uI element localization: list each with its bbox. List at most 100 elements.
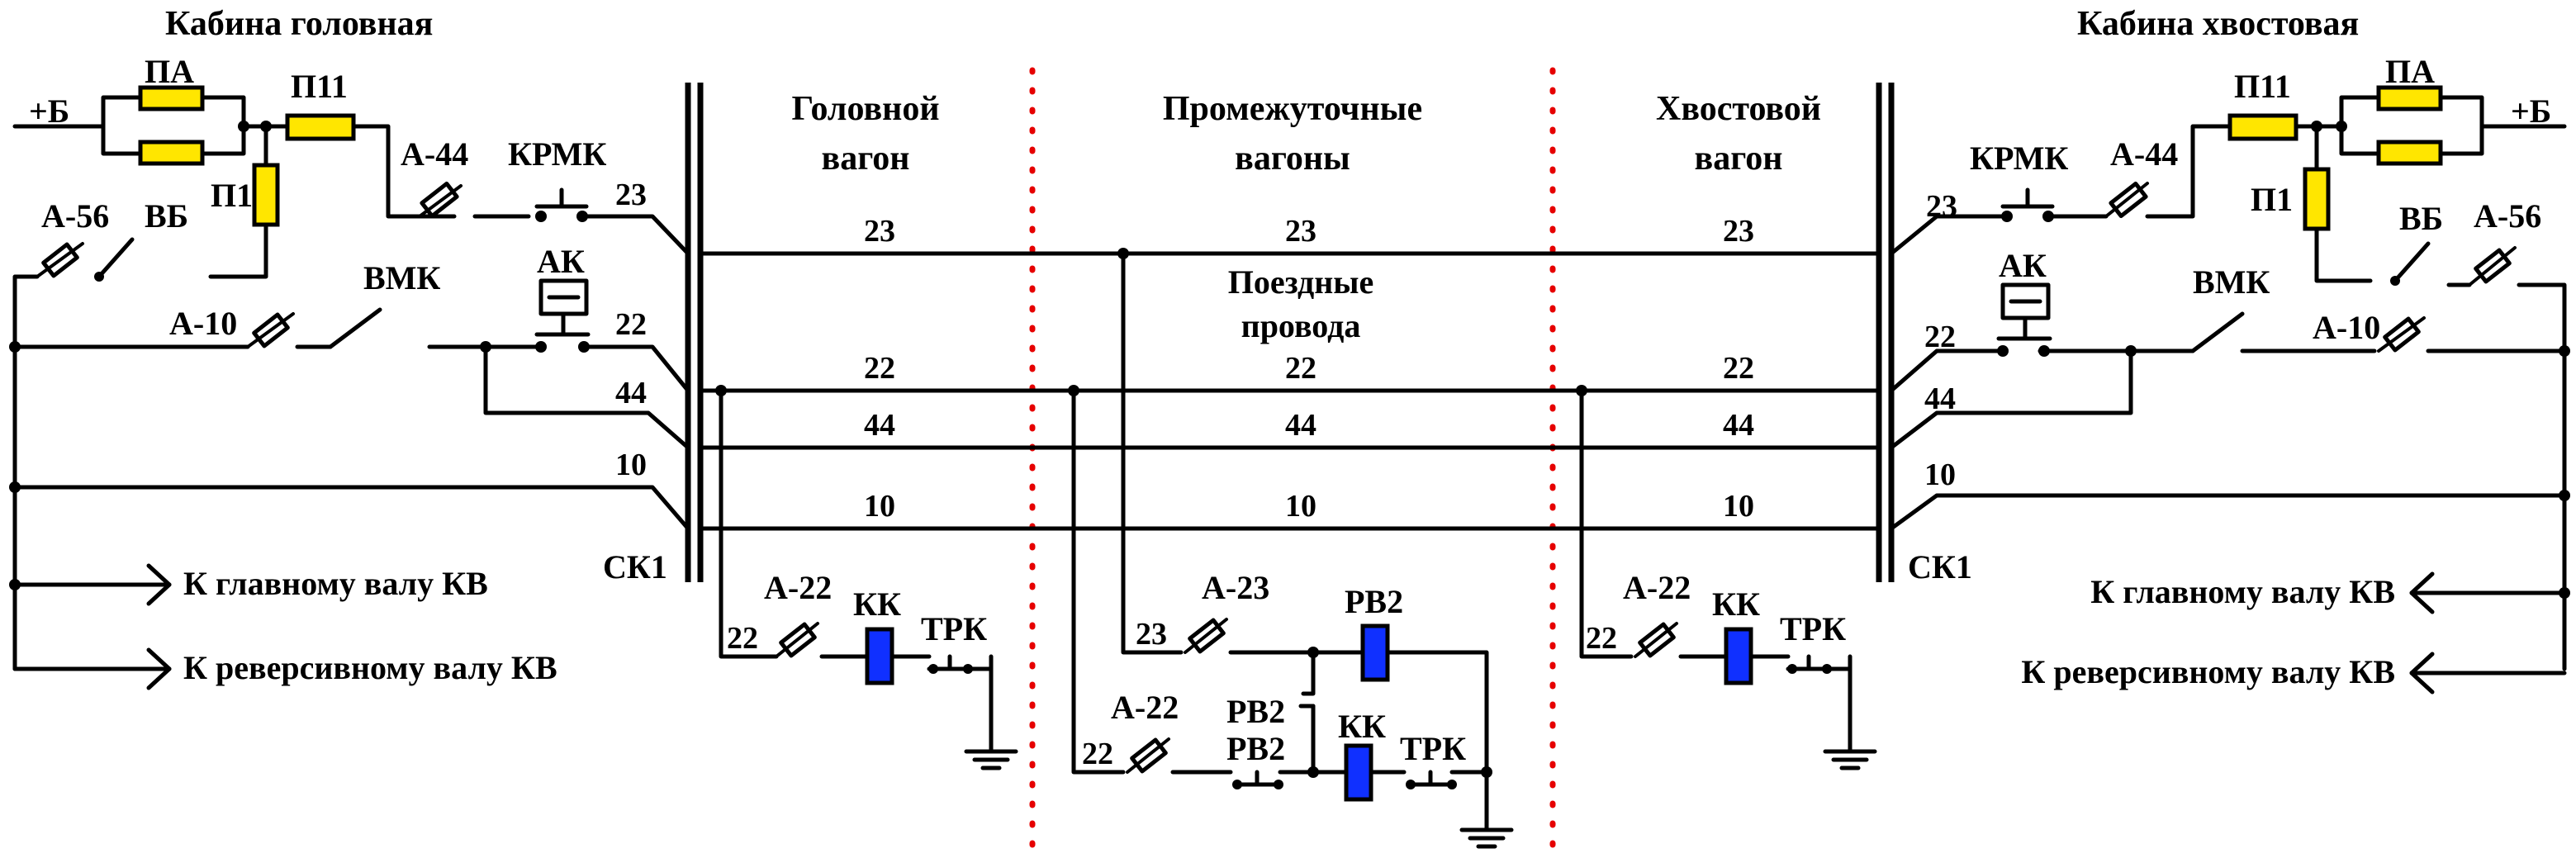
a10-label-right: А-10 (2313, 309, 2380, 346)
mid-rv2-coil (1360, 623, 1390, 682)
mid-23-label: 23 (1136, 617, 1167, 652)
vb-switch-right (2393, 241, 2431, 283)
contact (1787, 664, 1797, 674)
junction (9, 481, 21, 493)
pa-fuse-1 (138, 85, 205, 111)
p11-fuse (285, 113, 356, 141)
mid-23-drop (1121, 251, 1184, 655)
head-car-kk-coil (865, 627, 894, 685)
tail-car-kk-coil (1724, 627, 1753, 685)
car-head-title-2: вагон (822, 140, 910, 178)
mid-rv2-contact-label: РВ2 (1226, 693, 1285, 730)
pa-fuse-2-right (2376, 140, 2443, 166)
wire-10-label-mid: 10 (1285, 489, 1316, 524)
tail-car-trk-label: ТРК (1780, 610, 1846, 647)
headers: Кабина головная Кабина хвостовая Головно… (165, 5, 2359, 344)
cab-head-title: Кабина головная (165, 5, 433, 43)
sk1-label-right: СК1 (1908, 548, 1972, 585)
a56-breaker-symbol-right (2468, 246, 2517, 287)
head-car-a22-body (779, 622, 817, 658)
tail-car-circuit: 22 А-22 КК ТРК (1576, 385, 1877, 770)
tail-car-22-drop (1579, 388, 1634, 659)
tail-car-22-label: 22 (1586, 621, 1617, 656)
main-shaft-label-right: К главному валу КВ (2090, 573, 2395, 610)
plus-b-label-right: +Б (2511, 92, 2551, 130)
train-wires-label-1: Поездные (1228, 263, 1373, 301)
junction (2559, 345, 2570, 357)
pa-fuse-2 (138, 140, 205, 166)
car-mid-title-2: вагоны (1235, 140, 1350, 178)
head-car-circuit: 22 А-22 КК ТРК (715, 385, 1018, 770)
head-car-a22-label: А-22 (764, 569, 832, 606)
contact (2038, 345, 2050, 357)
wire-23-label-tail: 23 (1723, 214, 1754, 249)
contact (928, 664, 938, 674)
mid-a22-body (1130, 737, 1168, 774)
cab-tail-title: Кабина хвостовая (2077, 5, 2359, 43)
a10-breaker-body-right (2383, 316, 2421, 353)
junction (9, 341, 21, 353)
junction (1307, 766, 1319, 778)
wire-10-head-cab (12, 485, 690, 531)
mid-rv2-contact2-label: РВ2 (1226, 730, 1285, 767)
pa-label-right: ПА (2385, 53, 2435, 90)
contact (1232, 780, 1242, 789)
contact (1406, 780, 1416, 789)
a10-label: А-10 (169, 305, 237, 342)
vmk-label: ВМК (363, 259, 440, 296)
a56-breaker-symbol (36, 242, 84, 278)
head-car-trk-label: ТРК (921, 610, 987, 647)
krmk-label-right: КРМК (1970, 140, 2068, 177)
car-separators (1029, 67, 1556, 858)
wire-44-label-mid: 44 (1285, 408, 1316, 443)
a56-breaker-body (41, 242, 79, 278)
mid-kk-label: КК (1338, 708, 1386, 745)
mid-kk-coil (1344, 743, 1373, 802)
tail-wire-44-label: 44 (1924, 382, 1956, 416)
head-car-22-label: 22 (727, 621, 758, 656)
left-bus-vertical (12, 274, 40, 671)
p11-label: П11 (291, 68, 348, 105)
vmk-label-right: ВМК (2193, 263, 2270, 301)
head-car-a22-symbol (775, 622, 819, 658)
tail-car-a22-symbol (1634, 622, 1678, 658)
mid-a23-label: А-23 (1202, 569, 1269, 606)
a56-breaker-body-right (2474, 248, 2512, 284)
ak-wire-22-label: 22 (615, 307, 647, 342)
mid-22-drop (1071, 388, 1126, 775)
wire-44-head-cab (483, 344, 690, 450)
mid-a23-symbol (1184, 618, 1228, 654)
krmk-out-wire-23 (580, 214, 690, 256)
pa-label: ПА (145, 53, 194, 90)
car-mid-title-1: Промежуточные (1163, 90, 1422, 128)
p11-fuse-right (2227, 113, 2298, 141)
tail-car-kk-label: КК (1712, 585, 1760, 623)
tail-wire-10-label: 10 (1924, 457, 1956, 492)
mid-a22-symbol (1126, 737, 1170, 774)
mid-rv2-contact-wire (1301, 650, 1316, 696)
right-bus-vertical (2517, 282, 2567, 671)
a56-label-right: А-56 (2474, 197, 2541, 235)
mid-trk-label: ТРК (1400, 730, 1466, 767)
head-car-22-drop (719, 388, 779, 659)
sk1-label-left: СК1 (603, 548, 667, 585)
rev-shaft-arrow-right (2409, 652, 2435, 694)
head-wire-44-label: 44 (615, 376, 647, 410)
car-tail-title-1: Хвостовой (1656, 90, 1821, 128)
wire-10-label-tail: 10 (1723, 489, 1754, 524)
wire-23-label-mid: 23 (1285, 214, 1316, 249)
vmk-switch-right (2190, 311, 2245, 353)
wire-22-label-tail: 22 (1723, 351, 1754, 386)
p1-fuse (252, 163, 280, 227)
junction (238, 121, 249, 132)
rev-shaft-label-left: К реверсивному валу КВ (183, 649, 557, 686)
a10-breaker-body (252, 312, 290, 348)
wire-23-label-head: 23 (864, 214, 895, 249)
head-wire-10-label: 10 (615, 448, 647, 482)
head-cab-circuit: +Б ПА П11 А-44 П1 ВБ А-56 КРМК (9, 53, 690, 690)
wire-22-label-mid: 22 (1285, 351, 1316, 386)
contact (535, 341, 547, 353)
a44-label-right: А-44 (2110, 135, 2178, 173)
tail-cab-circuit: +Б ПА П11 А-44 П1 ВБ А-56 КРМК (1889, 53, 2570, 694)
train-wires: 23 23 23 22 22 22 44 44 44 10 10 10 (698, 214, 1881, 531)
